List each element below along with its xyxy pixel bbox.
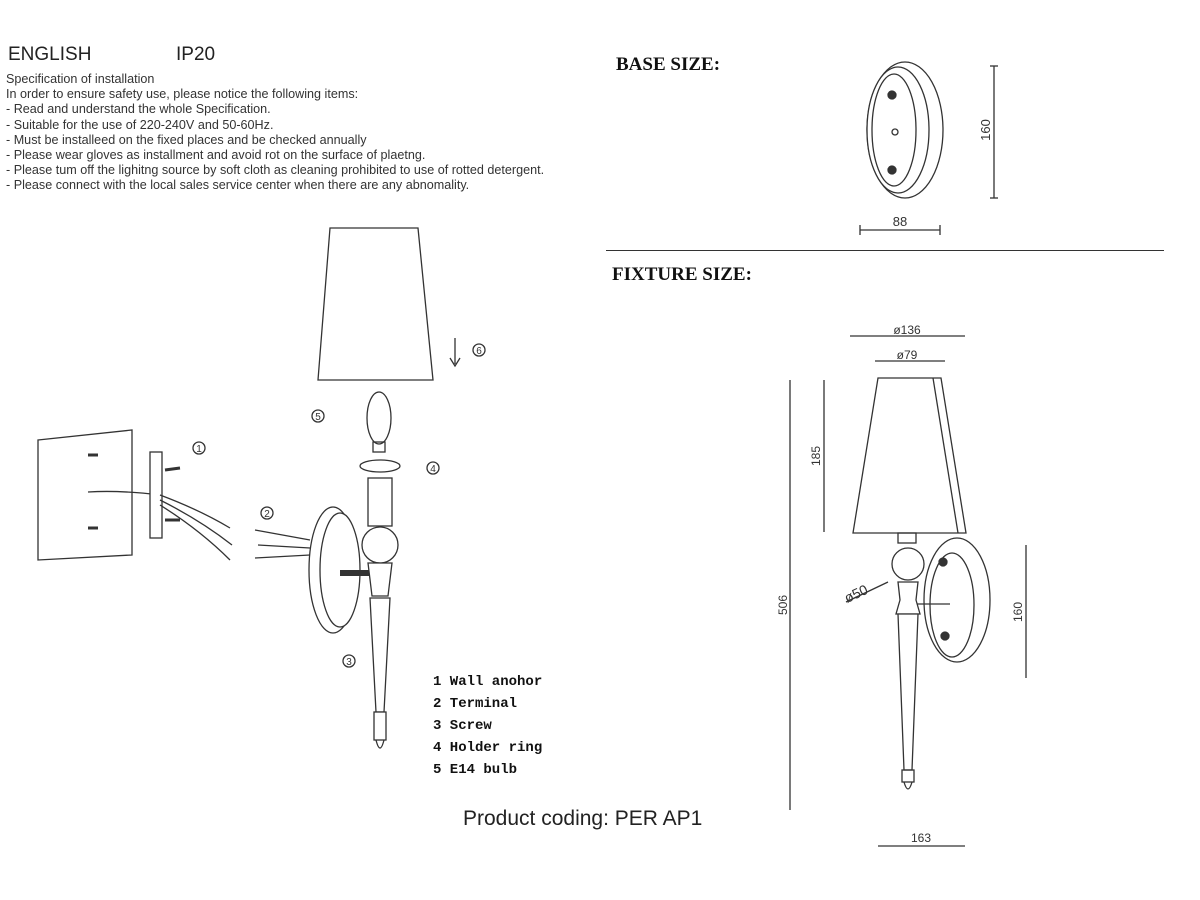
language-label: ENGLISH bbox=[8, 44, 92, 65]
callout-2: 2 bbox=[264, 509, 270, 520]
section-divider bbox=[606, 250, 1164, 251]
base-height-dim: 160 bbox=[978, 119, 993, 141]
base-width-dim: 88 bbox=[893, 214, 907, 229]
installation-spec: Specification of installation In order t… bbox=[6, 72, 544, 194]
callouts: 1 2 3 4 5 6 bbox=[192, 343, 486, 668]
total-height-dim: 506 bbox=[776, 595, 790, 615]
spec-item: - Suitable for the use of 220-240V and 5… bbox=[6, 117, 274, 132]
exploded-installation-drawing bbox=[37, 227, 461, 749]
callout-5: 5 bbox=[315, 412, 321, 423]
parts-list: 1 Wall anohor 2 Terminal 3 Screw 4 Holde… bbox=[433, 671, 542, 781]
callout-3: 3 bbox=[346, 657, 352, 668]
part-item: 4 Holder ring bbox=[433, 740, 543, 756]
shade-bottom-dim: ø136 bbox=[893, 323, 921, 337]
spec-item: - Read and understand the whole Specific… bbox=[6, 102, 271, 117]
spec-item: - Please connect with the local sales se… bbox=[6, 178, 470, 193]
shade-height-dim: 185 bbox=[809, 446, 823, 466]
fixture-size-title: FIXTURE SIZE: bbox=[612, 264, 752, 285]
part-item: 3 Screw bbox=[433, 718, 492, 734]
spec-title: Specification of installation bbox=[6, 72, 155, 86]
part-item: 5 E14 bulb bbox=[433, 762, 518, 778]
fixture-drawing bbox=[789, 335, 1027, 847]
base-height-fixture-dim: 160 bbox=[1011, 602, 1025, 622]
product-coding: Product coding: PER AP1 bbox=[463, 807, 703, 830]
ip-rating: IP20 bbox=[176, 44, 216, 65]
part-item: 1 Wall anohor bbox=[433, 674, 543, 690]
spec-item: - Please wear gloves as installment and … bbox=[6, 148, 426, 163]
spec-item: - Must be installeed on the fixed places… bbox=[6, 132, 367, 147]
base-plate-drawing bbox=[859, 61, 998, 235]
shade-top-dim: ø79 bbox=[897, 348, 918, 362]
callout-1: 1 bbox=[196, 444, 202, 455]
callout-4: 4 bbox=[430, 464, 436, 475]
base-size-title: BASE SIZE: bbox=[616, 54, 721, 75]
depth-dim: 163 bbox=[911, 831, 931, 845]
ball-dim: ø50 bbox=[842, 581, 871, 606]
spec-intro: In order to ensure safety use, please no… bbox=[6, 87, 359, 102]
part-item: 2 Terminal bbox=[433, 696, 518, 712]
spec-item: - Please tum off the lighitng source by … bbox=[6, 163, 545, 178]
callout-6: 6 bbox=[476, 346, 482, 357]
